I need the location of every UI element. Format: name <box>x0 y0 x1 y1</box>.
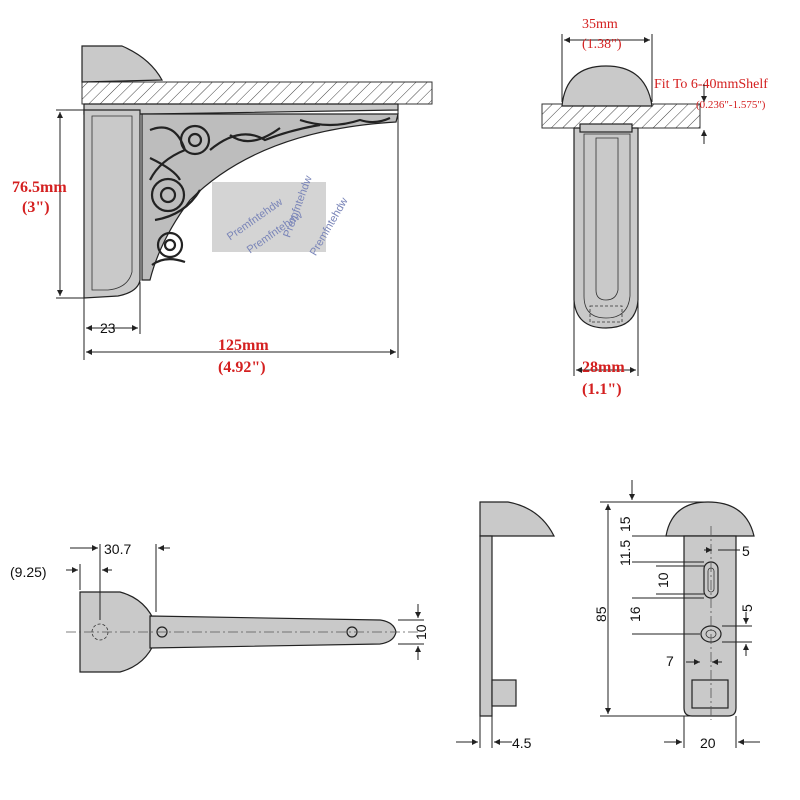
thickness-label: 4.5 <box>512 735 532 751</box>
slot-length-label: 10 <box>655 572 671 588</box>
profile-cap <box>479 501 555 537</box>
lip-dim-label: 23 <box>100 320 116 336</box>
profile-view: 4.5 <box>456 501 555 751</box>
overall-height-label: 85 <box>593 606 609 622</box>
offset-small-label: (9.25) <box>10 564 47 580</box>
fit-label: Fit To 6-40mmShelf <box>654 77 768 92</box>
length-in-label: (4.92") <box>218 359 266 376</box>
cap-width-in-label: (1.38") <box>582 37 622 52</box>
shelf-section <box>81 81 433 105</box>
height-in-label: (3") <box>22 199 50 216</box>
cap-height-label: 15 <box>617 516 633 532</box>
slot-offset-label: 11.5 <box>617 540 633 566</box>
length-mm-label: 125mm <box>218 337 269 354</box>
ornamental-arm <box>141 113 399 281</box>
end-view: 35mm (1.38") Fit To 6-40mmShelf (0.236"-… <box>541 17 768 398</box>
hole-width-label: 5 <box>739 604 755 612</box>
offset-large-label: 30.7 <box>104 541 131 557</box>
fit-range-label: (0.236"-1.575") <box>696 99 766 111</box>
base-width-mm-label: 28mm <box>582 359 625 376</box>
back-plate <box>83 109 141 299</box>
base-width-label: 20 <box>700 735 716 751</box>
slot-width-label: 5 <box>742 543 750 559</box>
arm-width-label: 10 <box>413 624 429 640</box>
height-mm-label: 76.5mm <box>12 179 67 196</box>
scroll-ornament <box>149 116 391 266</box>
base-width-in-label: (1.1") <box>582 381 622 398</box>
top-view: (9.25) 30.7 10 <box>10 541 429 673</box>
clamp-plate <box>579 123 633 133</box>
hole-spacing-label: 16 <box>627 606 643 622</box>
profile-foot <box>491 679 517 707</box>
dome-cap <box>561 65 653 107</box>
hole-offset-label: 7 <box>666 653 674 669</box>
cap-width-mm-label: 35mm <box>582 17 618 32</box>
back-dome <box>665 501 755 537</box>
clamp-cap <box>81 45 163 83</box>
profile-plate <box>479 535 493 717</box>
side-view: Premfntehdw Premfntehdw Premfntehdw Prem… <box>12 45 433 376</box>
back-foot <box>691 679 729 709</box>
watermark: Premfntehdw Premfntehdw Premfntehdw Prem… <box>212 174 351 258</box>
bracket-body <box>573 127 639 329</box>
back-view: 85 15 11.5 10 5 16 5 7 20 <box>593 480 760 751</box>
